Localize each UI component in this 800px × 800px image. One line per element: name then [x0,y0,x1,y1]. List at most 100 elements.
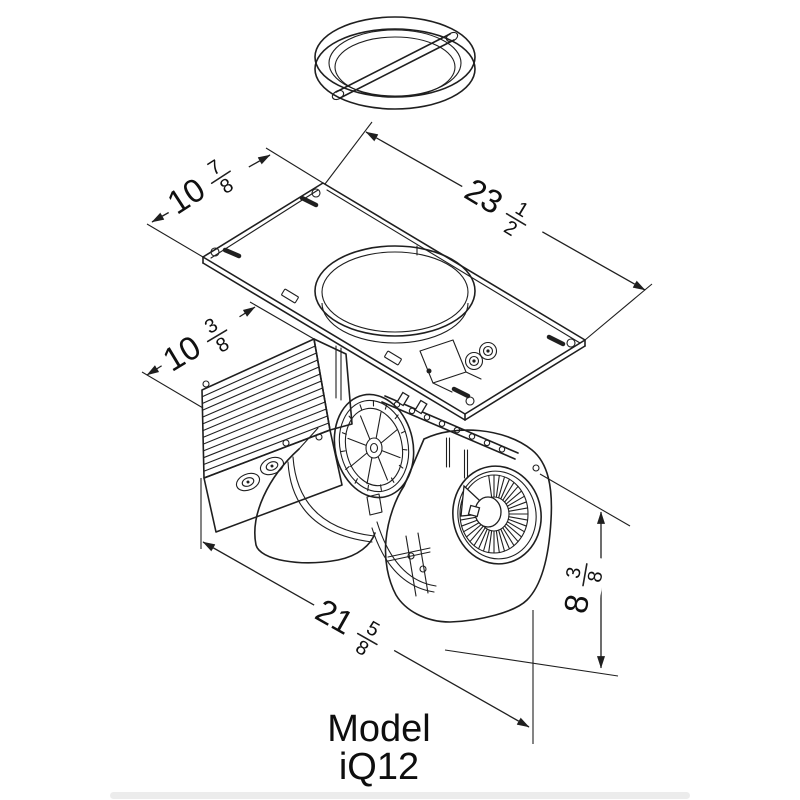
louver-fin-line [202,380,322,432]
wheel-face-ring [344,407,404,487]
fan-spoke-line [375,411,382,439]
blower-blade-line [500,478,510,500]
louver-fin-line [203,415,329,466]
blower-blade-line [507,501,527,510]
rail-screw [423,414,431,421]
collar-inner-ring-2 [334,36,456,98]
fan-vane-tick [340,450,346,453]
plate-screw-hole [210,247,220,257]
blower-blade-line [505,523,523,538]
plate-keyhole-slot [451,386,471,399]
blower-left-strap [292,456,375,537]
extension-line [249,301,315,340]
text-mask [452,165,554,251]
louver-fin-line [202,366,320,418]
blower-left-mount-tab [366,493,383,516]
fan-spoke-line [359,415,371,440]
duct-opening-outer [314,245,476,337]
dimension-denominator: 8 [584,569,608,584]
fan-vane-tick [345,466,350,470]
extension-line [146,223,204,258]
blower-blade-line [469,525,484,543]
blower-right-inlet-wheel [452,464,542,565]
rail-screw [438,420,446,427]
dimension-text-top-plate-width: 23 1 2 [452,165,554,251]
louver-box-front-panel [203,429,343,533]
panel-screw-hole [315,433,323,441]
blower-blade-line [506,495,525,507]
housing-bolt [532,464,540,472]
fan-vane-tick [359,404,363,411]
electrical-knockout [259,456,285,476]
blower-blade-line [488,474,493,498]
junction-box-outline [419,339,467,384]
blower-blade-line [465,523,483,538]
rail-screw [468,433,476,440]
fraction-bar [210,170,231,185]
damper-collar [314,16,476,110]
wheel-spokes [347,411,401,485]
blower-blade-line [463,521,482,533]
fan-vane-tick [367,484,370,492]
rail-clip [396,391,410,407]
fan-spoke-line [350,452,368,468]
damper-rod [339,39,455,99]
collar-outer-ring-lower [314,28,476,110]
fan-spoke-line [377,456,389,481]
wiring-grommets [464,341,498,371]
blower-blade-line [508,516,529,521]
plate-thickness-edge [464,345,586,421]
text-mask [302,585,406,671]
blower-blade-line [504,525,519,543]
louver-fin-line [202,373,321,425]
blower-blade-line [495,474,500,498]
rail-clip [414,399,428,415]
louver-fin-line [202,408,327,459]
junction-box-cutout [419,339,482,393]
footer-bar [110,792,690,799]
rail-screw [498,446,506,453]
duct-opening-depth [321,303,469,344]
rail-edge [381,401,516,460]
fan-spoke-line [380,428,398,444]
blower-left-housing-edge [298,427,319,450]
hub-clip [467,504,481,518]
blower-blade-line [504,485,519,503]
plate-screw-hole [311,188,321,198]
blower-blade-line [488,530,493,554]
collar-inner-ring [328,29,462,97]
fraction-bar [356,632,378,646]
blower-left-inlet-wheel [333,393,415,499]
plate-edge-slot [384,350,402,366]
plate-thickness-edge [202,262,466,421]
blower-blade-line [498,529,506,552]
fan-vane-tick [379,484,382,491]
fan-vane-tick [384,403,388,410]
junction-box-tab [432,382,453,393]
fraction-bar [206,329,228,343]
fraction-bar [582,563,588,587]
fan-vane-tick [341,432,347,435]
fan-vane-tick [394,414,399,420]
louver-fin-line [201,359,319,411]
blower-blade-line [502,481,515,501]
junction-box-screw [426,368,432,374]
dimension-text-blower-height: 8 3 8 [551,551,608,631]
blower-blade-line [495,530,500,554]
louver-fin-line [202,394,325,445]
dimension-top-plate-width [324,121,653,341]
blower-blade-line [505,490,523,505]
plate-hem-line [210,189,319,259]
blower-left-strap [287,461,373,543]
plate-edge-slot [281,288,299,304]
louver-fin-line [202,387,324,438]
blower-right [371,429,553,623]
model-label: Model iQ12 [327,708,431,788]
damper-rod-end [331,89,345,101]
extension-line [324,121,373,185]
grommet [472,359,476,363]
wheel-hub-center [369,442,379,454]
model-label-line1: Model [327,708,431,750]
fan-vane-tick [354,478,358,484]
